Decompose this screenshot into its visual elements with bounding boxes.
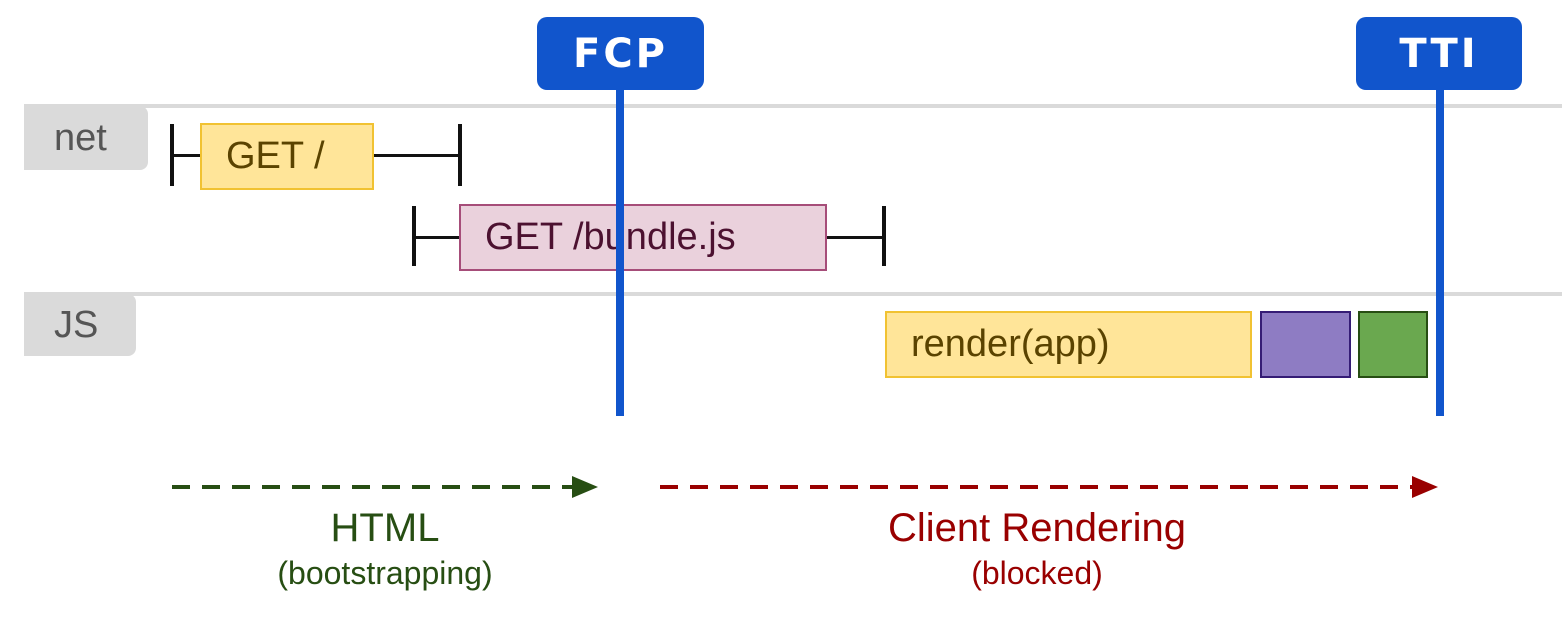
js-task-purple-block (1260, 311, 1351, 378)
html-phase-subtitle: (bootstrapping) (277, 555, 493, 591)
fcp-marker-badge: FCP (537, 17, 704, 90)
js-lane-label: JS (24, 294, 136, 356)
net-lane-label: net (24, 106, 148, 170)
client-rendering-phase-title: Client Rendering (888, 506, 1186, 550)
net-lane-label-text: net (54, 116, 107, 159)
client-rendering-phase-arrow (660, 476, 1438, 498)
js-lane-divider (24, 292, 1562, 296)
request-get-root-bar: GET / (200, 123, 374, 190)
whisker-right-cap (458, 124, 462, 186)
client-rendering-phase-subtitle: (blocked) (971, 555, 1103, 591)
fcp-marker-label: FCP (573, 30, 668, 77)
js-task-render-app: render(app) (885, 311, 1252, 378)
request-bundle-label: GET /bundle.js (485, 216, 736, 258)
request-get-root-label: GET / (226, 135, 325, 177)
fcp-marker-line (616, 80, 624, 416)
request-bundle-bar: GET /bundle.js (459, 204, 827, 271)
tti-marker-badge: TTI (1356, 17, 1522, 90)
tti-marker-line (1436, 80, 1444, 416)
html-phase-title: HTML (330, 506, 440, 550)
js-lane-label-text: JS (54, 303, 99, 346)
tti-marker-label: TTI (1399, 30, 1479, 77)
client-rendering-phase-label: Client Rendering (blocked) (787, 506, 1287, 592)
net-lane-divider (24, 104, 1562, 108)
js-task-render-app-label: render(app) (911, 323, 1110, 365)
js-task-green-block (1358, 311, 1428, 378)
html-phase-arrow (172, 476, 598, 498)
html-phase-label: HTML (bootstrapping) (185, 506, 585, 592)
whisker-right-cap (882, 206, 886, 266)
